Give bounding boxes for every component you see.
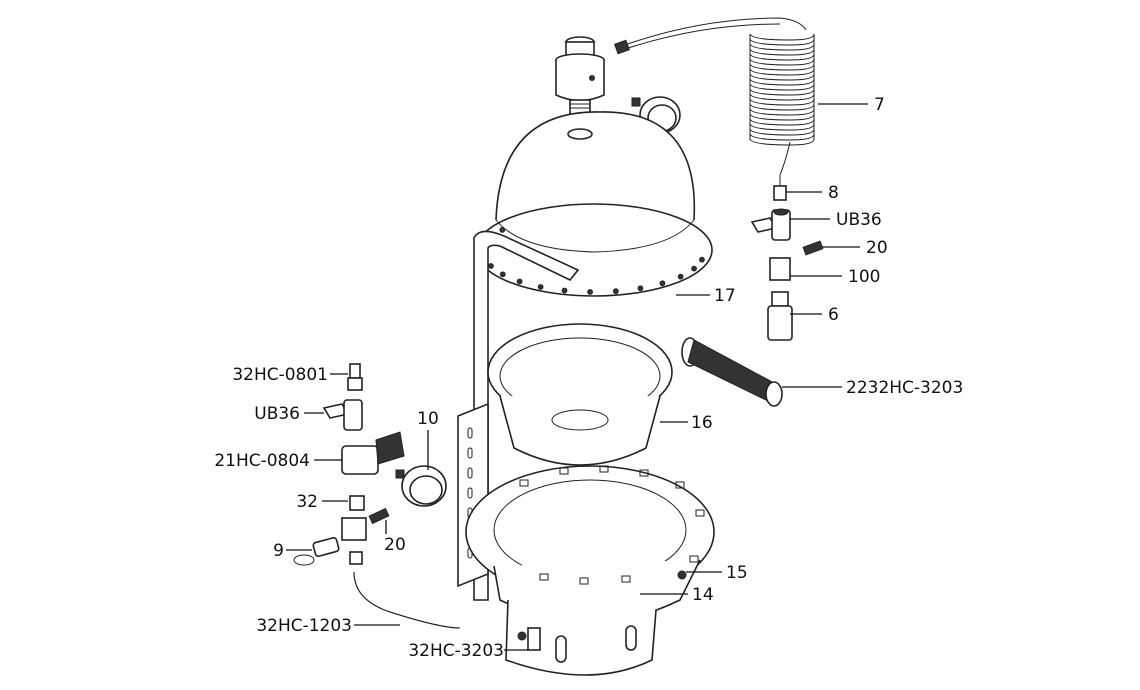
right-fittings bbox=[750, 185, 824, 341]
callout-label: UB36 bbox=[836, 210, 882, 230]
callout-6: 6 bbox=[790, 305, 839, 325]
callout-label: 8 bbox=[828, 183, 839, 203]
callout-label: 17 bbox=[714, 286, 736, 306]
air-valve-part bbox=[555, 36, 605, 115]
callout-7: 7 bbox=[818, 95, 885, 115]
callout-label: 14 bbox=[692, 585, 714, 605]
callout-label: 20 bbox=[384, 535, 406, 555]
callout-label: 32 bbox=[296, 492, 318, 512]
callout-label: 20 bbox=[866, 238, 888, 258]
callout-14: 14 bbox=[640, 585, 714, 605]
drain-valve-part bbox=[517, 627, 541, 651]
callout-20-left: 20 bbox=[384, 520, 406, 555]
callout-label: 10 bbox=[417, 409, 439, 429]
callout-label: 9 bbox=[273, 541, 284, 561]
tank-base-part bbox=[465, 465, 715, 676]
callout-8: 8 bbox=[786, 183, 839, 203]
callout-label: 15 bbox=[726, 563, 748, 583]
callout-UB36-right: UB36 bbox=[790, 210, 882, 230]
callout-label: 16 bbox=[691, 413, 713, 433]
callout-label: 2232HC-3203 bbox=[846, 378, 963, 398]
callout-label: 100 bbox=[848, 267, 880, 287]
left-fittings bbox=[293, 363, 461, 629]
callout-label: 32HC-3203 bbox=[408, 641, 504, 661]
bolt-15-part bbox=[677, 570, 687, 580]
callout-32HC-1203: 32HC-1203 bbox=[256, 616, 400, 636]
callout-32: 32 bbox=[296, 492, 348, 512]
inner-bowl-part bbox=[487, 323, 673, 466]
callout-100: 100 bbox=[790, 267, 880, 287]
callout-10: 10 bbox=[417, 409, 439, 470]
callout-17: 17 bbox=[676, 286, 736, 306]
callout-label: 32HC-1203 bbox=[256, 616, 352, 636]
coiled-hose-part bbox=[614, 17, 815, 188]
callout-label: 32HC-0801 bbox=[232, 365, 328, 385]
callout-label: UB36 bbox=[254, 404, 300, 424]
callout-2232HC-3203: 2232HC-3203 bbox=[782, 378, 963, 398]
callout-32HC-0801: 32HC-0801 bbox=[232, 365, 348, 385]
callout-UB36-left: UB36 bbox=[254, 404, 324, 424]
callout-15: 15 bbox=[686, 563, 748, 583]
callout-9: 9 bbox=[273, 541, 312, 561]
callout-label: 6 bbox=[828, 305, 839, 325]
callout-21HC-0804: 21HC-0804 bbox=[214, 451, 342, 471]
callout-label: 7 bbox=[874, 95, 885, 115]
callout-16: 16 bbox=[660, 413, 713, 433]
handle-grip-part bbox=[681, 337, 783, 407]
callout-32HC-3203: 32HC-3203 bbox=[408, 641, 528, 661]
callout-20-right: 20 bbox=[822, 238, 888, 258]
callout-label: 21HC-0804 bbox=[214, 451, 310, 471]
